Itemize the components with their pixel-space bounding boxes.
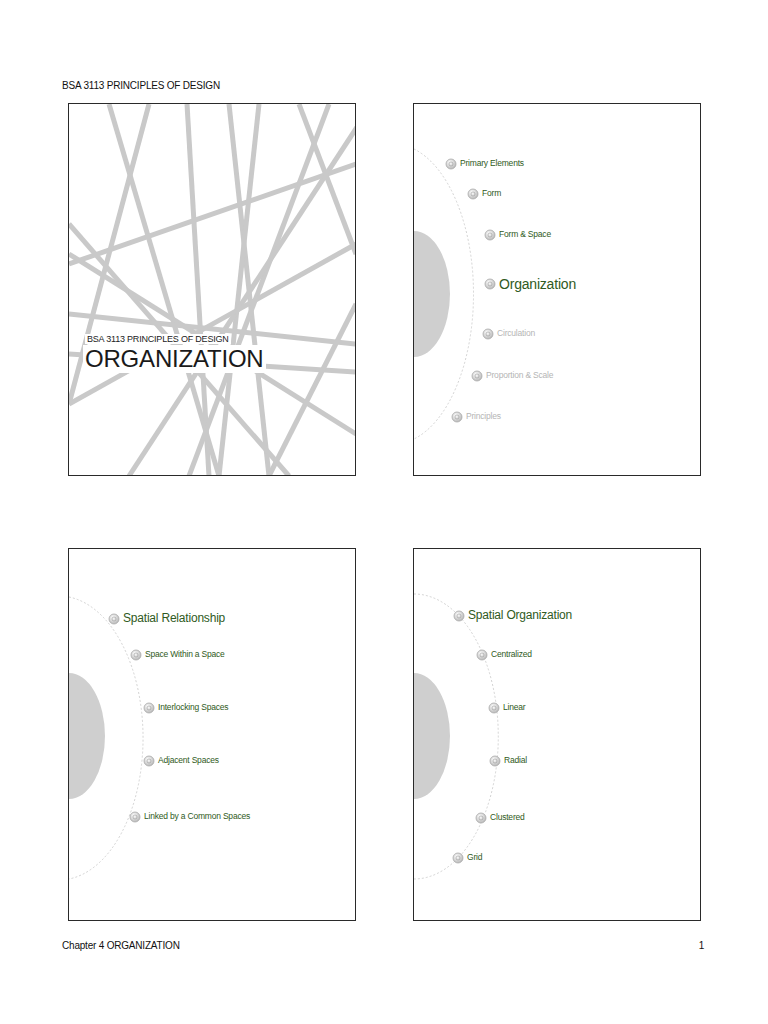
- menu-bullet: [485, 279, 495, 289]
- menu-bullet: [446, 159, 456, 169]
- cover-stroke: [269, 304, 356, 476]
- menu-bullet-core: [480, 653, 484, 657]
- menu-bullet-core: [456, 856, 460, 860]
- menu-item: Organization: [499, 276, 576, 292]
- menu-bullet-core: [486, 332, 490, 336]
- menu-bullet-core: [488, 282, 492, 286]
- menu-bullet: [109, 614, 119, 624]
- menu-arc: [414, 594, 498, 879]
- slide-frame: BSA 3113 PRINCIPLES OF DESIGNORGANIZATIO…: [68, 103, 356, 476]
- menu-bullet: [131, 650, 141, 660]
- menu-bullet-core: [133, 815, 137, 819]
- menu-item: Spatial Relationship: [123, 612, 225, 626]
- menu-bullet-core: [455, 415, 459, 419]
- menu-bullet: [476, 813, 486, 823]
- cover-stroke: [69, 244, 356, 404]
- menu-bullet-core: [488, 233, 492, 237]
- menu-bullet-core: [112, 617, 116, 621]
- page-header: BSA 3113 PRINCIPLES OF DESIGN: [62, 80, 220, 91]
- menu-bullet-core: [134, 653, 138, 657]
- menu-item: Proportion & Scale: [486, 371, 553, 381]
- cover-stroke: [187, 104, 209, 476]
- menu-item: Clustered: [490, 813, 525, 823]
- menu-item: Adjacent Spaces: [158, 756, 219, 766]
- menu-bullet: [144, 703, 154, 713]
- cover-stroke: [69, 314, 356, 344]
- page-number: 1: [699, 940, 704, 951]
- cover-stroke: [189, 104, 329, 476]
- menu-arc: [69, 597, 143, 879]
- cover-title: ORGANIZATION: [83, 345, 266, 373]
- menu-item: Linked by a Common Spaces: [144, 812, 250, 822]
- menu-item: Primary Elements: [460, 159, 524, 169]
- grey-half-disc: [414, 231, 450, 357]
- menu-bullet: [490, 756, 500, 766]
- menu-item: Linear: [503, 703, 525, 713]
- slide-frame: Primary ElementsFormForm & SpaceOrganiza…: [413, 103, 701, 476]
- menu-item: Radial: [504, 756, 527, 766]
- menu-arc: [414, 149, 474, 439]
- menu-item: Circulation: [497, 329, 535, 339]
- menu-bullet-core: [475, 374, 479, 378]
- menu-bullet: [489, 703, 499, 713]
- cover-title: BSA 3113 PRINCIPLES OF DESIGN: [85, 334, 231, 344]
- cover-stroke: [69, 224, 289, 476]
- menu-item: Spatial Organization: [468, 609, 572, 623]
- menu-item: Interlocking Spaces: [158, 703, 228, 713]
- menu-bullet: [454, 611, 464, 621]
- menu-bullet: [477, 650, 487, 660]
- menu-bullet: [453, 853, 463, 863]
- cover-stroke: [299, 104, 356, 254]
- cover-stroke: [69, 254, 356, 434]
- grey-half-disc: [414, 673, 450, 799]
- menu-item: Grid: [467, 853, 482, 863]
- menu-bullet-core: [479, 816, 483, 820]
- menu-item: Form & Space: [499, 230, 551, 240]
- menu-bullet: [483, 329, 493, 339]
- menu-item: Space Within a Space: [145, 650, 225, 660]
- grey-half-disc: [69, 673, 105, 799]
- slide-decoration: [69, 549, 356, 921]
- menu-bullet: [452, 412, 462, 422]
- menu-item: Principles: [466, 412, 501, 422]
- menu-bullet-core: [492, 706, 496, 710]
- menu-bullet: [130, 812, 140, 822]
- page-footer: Chapter 4 ORGANIZATION: [62, 940, 180, 951]
- menu-bullet: [485, 230, 495, 240]
- menu-bullet-core: [147, 759, 151, 763]
- menu-bullet: [472, 371, 482, 381]
- menu-item: Centralized: [491, 650, 532, 660]
- menu-bullet-core: [449, 162, 453, 166]
- menu-bullet: [468, 189, 478, 199]
- menu-bullet-core: [471, 192, 475, 196]
- menu-bullet-core: [147, 706, 151, 710]
- menu-bullet: [144, 756, 154, 766]
- slide-decoration: [414, 549, 701, 921]
- menu-bullet-core: [493, 759, 497, 763]
- menu-item: Form: [482, 189, 501, 199]
- slide-decoration: [69, 104, 356, 476]
- slide-frame: Spatial RelationshipSpace Within a Space…: [68, 548, 356, 921]
- slide-frame: Spatial OrganizationCentralizedLinearRad…: [413, 548, 701, 921]
- menu-bullet-core: [457, 614, 461, 618]
